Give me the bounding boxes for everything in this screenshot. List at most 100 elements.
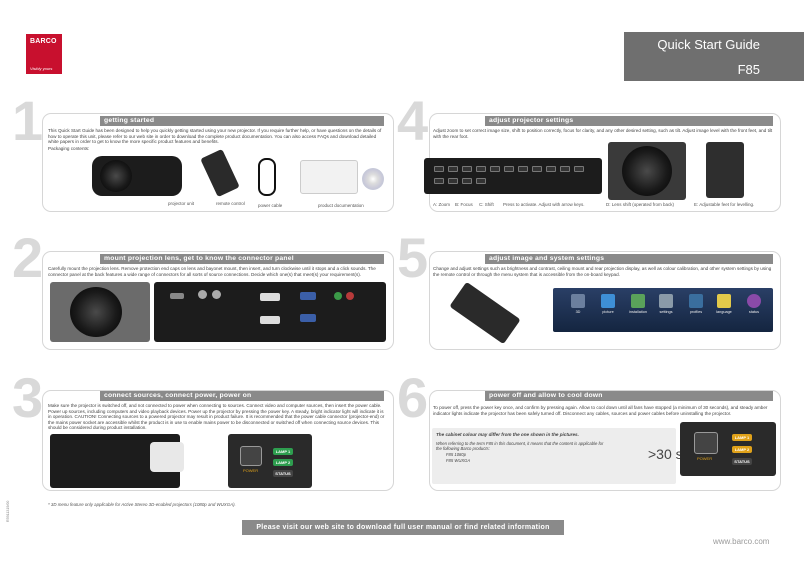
installation-menu-icon — [631, 294, 645, 308]
panel-1-title: getting started — [100, 116, 384, 126]
keypad-photo — [424, 158, 602, 194]
caption-shift: C: Shift — [479, 202, 494, 207]
caption-power-cable: power cable — [258, 203, 283, 208]
status-off-indicator: STATUS — [732, 458, 752, 465]
panel-4-body: Adjust zoom to set correct image size, s… — [433, 128, 773, 139]
keypad-button-12 — [434, 178, 444, 184]
connector-vga-2 — [300, 314, 316, 322]
keypad-button-9 — [546, 166, 556, 172]
power-key-label: POWER — [243, 468, 259, 473]
caption-adjustable-feet: E: Adjustable feet for levelling. — [694, 202, 755, 207]
disclaimer-body: When referring to the term F85 in this d… — [436, 441, 604, 451]
caption-lens-shift: D: Lens shift (operated from back) — [606, 202, 675, 207]
power-off-key-label: POWER — [697, 456, 713, 461]
connector-component-green — [334, 292, 342, 300]
status-menu-icon — [747, 294, 761, 308]
settings-menu-icon — [659, 294, 673, 308]
documentation-cd-image — [362, 168, 384, 190]
connector-panel-photo — [154, 282, 386, 342]
menu-item-settings: settings — [655, 294, 677, 314]
product-item-wuxga: F85 WUXGA — [446, 458, 471, 463]
menu-item-picture: picture — [597, 294, 619, 314]
menu-item-profiles: profiles — [685, 294, 707, 314]
connector-vga-1 — [300, 292, 316, 300]
lamp1-amber-indicator: LAMP 1 — [732, 434, 752, 441]
panel-3-title: connect sources, connect power, power on — [100, 391, 384, 401]
keypad-button-6 — [504, 166, 514, 172]
menu-label-installation: installation — [629, 310, 647, 314]
keypad-button-8 — [532, 166, 542, 172]
keypad-button-13 — [448, 178, 458, 184]
status-indicator: STATUS — [273, 470, 293, 477]
keypad-button-shift — [462, 166, 472, 172]
adjustable-feet-photo — [706, 142, 744, 198]
documentation-image — [300, 160, 358, 194]
keypad-button-4 — [476, 166, 486, 172]
brand-tagline: Visibly yours — [30, 66, 53, 71]
connector-hdmi — [170, 293, 184, 299]
projector-lens-image — [100, 160, 132, 192]
disclaimer-title: The cabinet colour may differ from the o… — [436, 432, 579, 437]
profiles-menu-icon — [689, 294, 703, 308]
website-link[interactable]: www.barco.com — [713, 537, 770, 546]
step-number-4: 4 — [397, 89, 429, 152]
picture-menu-icon — [601, 294, 615, 308]
menu-item-language: language — [713, 294, 735, 314]
panel-2-title: mount projection lens, get to know the c… — [100, 254, 384, 264]
lens-closeup — [70, 287, 122, 337]
caption-zoom: A: Zoom — [433, 202, 451, 207]
menu-item-3d: 3D — [567, 294, 589, 314]
menu-item-status: status — [743, 294, 765, 314]
product-item-1080p: F85 1080p — [446, 452, 467, 457]
power-cable-image — [258, 158, 276, 196]
panel-1-subtitle: Packaging contents: — [48, 146, 90, 151]
connector-dvi-2 — [260, 316, 280, 324]
power-cable-plug — [150, 442, 184, 472]
keypad-button-15 — [476, 178, 486, 184]
menu-label-3d: 3D — [575, 310, 581, 314]
connector-bnc-2 — [212, 290, 221, 299]
connector-dvi — [260, 293, 280, 301]
lamp2-amber-indicator: LAMP 2 — [732, 446, 752, 453]
keypad-button-14 — [462, 178, 472, 184]
menu-label-settings: settings — [659, 310, 673, 314]
keypad-button-7 — [518, 166, 528, 172]
barco-logo: BARCO Visibly yours — [26, 34, 62, 74]
panel-6-title: power off and allow to cool down — [485, 391, 773, 401]
language-menu-icon — [717, 294, 731, 308]
power-off-key-icon — [694, 432, 718, 454]
panel-4-title: adjust projector settings — [485, 116, 773, 126]
keypad-button-focus — [448, 166, 458, 172]
caption-projector-unit: projector unit — [168, 201, 195, 206]
menu-item-installation: installation — [627, 294, 649, 314]
panel-6-body: To power off, press the power key once, … — [433, 405, 768, 416]
power-key-icon — [240, 446, 262, 466]
document-id: R5911319/00 — [6, 500, 10, 522]
keypad-button-zoom — [434, 166, 444, 172]
panel-5-body: Change and adjust settings such as brigh… — [433, 266, 772, 277]
caption-focus: B: Focus — [455, 202, 473, 207]
step-number-2: 2 — [12, 226, 44, 289]
panel-5-title: adjust image and system settings — [485, 254, 773, 264]
menu-label-language: language — [716, 310, 732, 314]
keypad-button-10 — [560, 166, 570, 172]
brand-name: BARCO — [30, 38, 57, 45]
panel-1-body: This Quick Start Guide has been designed… — [48, 128, 382, 145]
panel-2-body: Carefully mount the projection lens. Rem… — [48, 266, 376, 277]
caption-product-documentation: product documentation — [318, 203, 364, 208]
caption-press-activate: Press to activate. Adjust with arrow key… — [503, 202, 585, 207]
menu-label-picture: picture — [602, 310, 614, 314]
caption-remote-control: remote control — [216, 201, 245, 206]
footnote: * 3D menu feature only applicable for Ac… — [48, 502, 236, 507]
step-number-6: 6 — [397, 366, 429, 429]
footer-banner: Please visit our web site to download fu… — [242, 520, 564, 535]
title-block: Quick Start Guide F85 — [624, 32, 804, 81]
connector-bnc-1 — [198, 290, 207, 299]
keypad-button-5 — [490, 166, 500, 172]
step-number-1: 1 — [12, 89, 44, 152]
model-name: F85 — [737, 62, 760, 77]
menu-label-profiles: profiles — [689, 310, 703, 314]
step-number-5: 5 — [397, 226, 429, 289]
lamp1-indicator: LAMP 1 — [273, 448, 293, 455]
page-title: Quick Start Guide — [657, 37, 760, 52]
